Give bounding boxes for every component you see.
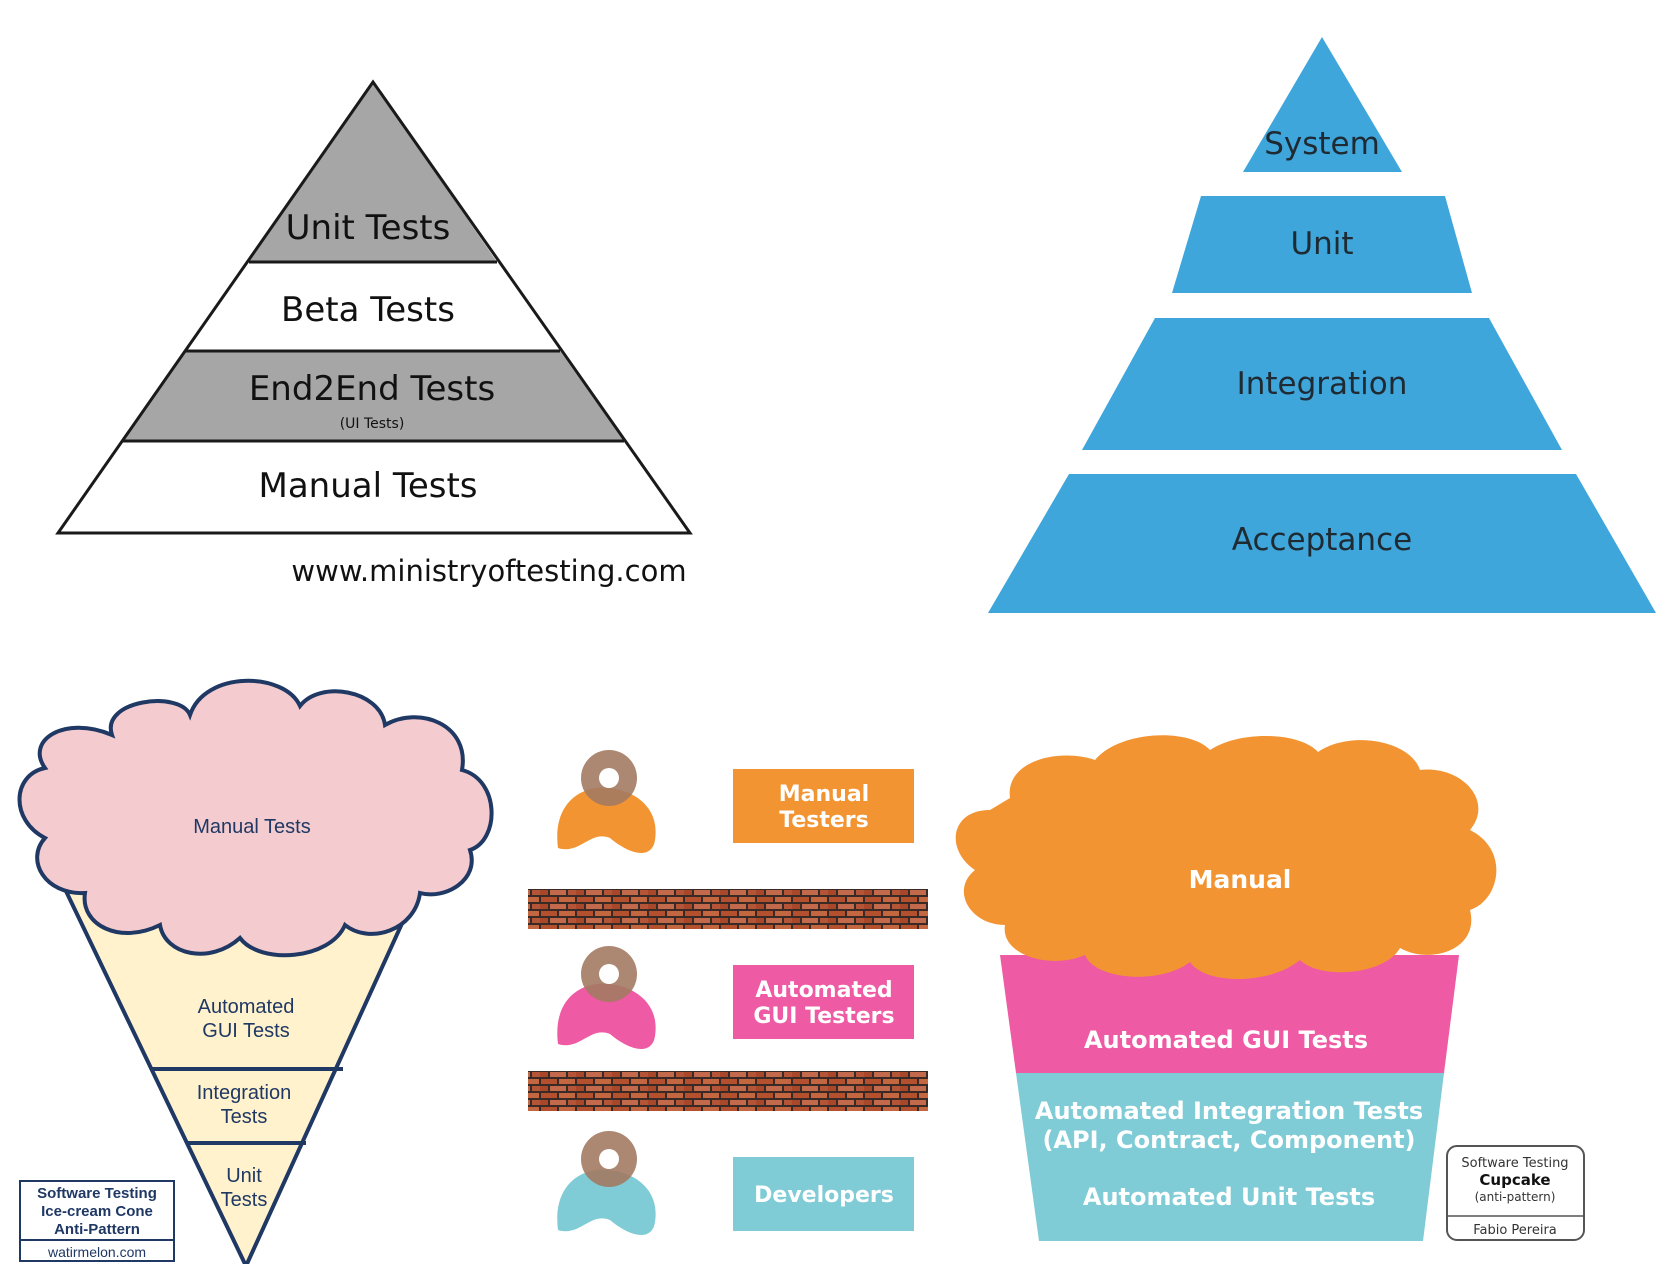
ice-cream-cone: Manual Tests Automated GUI Tests Integra… [17,678,494,1264]
cupcake-label-integration-line2: (API, Contract, Component) [1042,1126,1415,1154]
cupcake-frosting [955,735,1497,980]
pyramid-left: Unit Tests Beta Tests End2End Tests (UI … [55,79,693,588]
team-box-automated-gui [733,965,914,1039]
cone-label-integration-line1: Integration [197,1082,292,1104]
cone-label-unit-line1: Unit [226,1165,262,1187]
cupcake-badge-line3: (anti-pattern) [1475,1190,1556,1204]
pyramid-right-label-acceptance: Acceptance [1232,522,1412,558]
pyramid-left-label-end2end: End2End Tests [249,369,495,409]
pyramid-right-label-integration: Integration [1237,366,1408,402]
person-head-hole [599,1149,619,1169]
pyramid-right-layer-integration [1082,318,1562,450]
pyramid-right: System Unit Integration Acceptance [988,37,1656,613]
pyramid-left-layer-unit [249,82,497,262]
teams-diagram: Manual Testers Automated GUI Testers Dev… [528,750,928,1235]
pyramid-right-layer-unit [1172,196,1472,293]
team-label-gui-line2: GUI Testers [753,1004,894,1029]
scoop-cloud [17,678,494,958]
person-icon [557,1131,656,1235]
team-label-developers: Developers [754,1183,894,1208]
person-head-hole [599,768,619,788]
person-head-hole [599,964,619,984]
cone-label-gui-line1: Automated [198,996,295,1018]
cupcake-label-gui: Automated GUI Tests [1084,1026,1368,1054]
person-icon [557,750,656,853]
pyramid-right-layer-acceptance [988,474,1656,613]
brick-wall [528,889,928,929]
person-body [557,787,656,853]
cupcake-label-integration-line1: Automated Integration Tests [1035,1097,1423,1125]
team-label-manual-line1: Manual [779,782,869,807]
cupcake-badge-author: Fabio Pereira [1473,1223,1557,1238]
pyramid-left-layer-beta [186,262,560,351]
person-icon [557,946,656,1049]
cone-label-gui-line2: GUI Tests [202,1020,289,1042]
pyramid-right-label-system: System [1264,126,1380,162]
pyramid-right-layer-system [1243,37,1402,172]
person-body [557,983,656,1049]
cupcake-label-manual: Manual [1189,865,1292,894]
cone-caption-site: watirmelon.com [47,1244,146,1260]
scoop-label: Manual Tests [193,816,310,838]
cone-caption-line3: Anti-Pattern [54,1221,140,1238]
pyramid-left-outline [55,79,693,535]
cupcake-badge-line2: Cupcake [1479,1171,1550,1189]
pyramid-right-label-unit: Unit [1290,226,1353,262]
cupcake-label-unit: Automated Unit Tests [1083,1183,1375,1211]
pyramid-left-label-ui-tests: (UI Tests) [340,416,405,432]
person-body [557,1169,656,1235]
cupcake: Manual Automated GUI Tests Automated Int… [955,735,1585,1241]
team-label-gui-line1: Automated [755,978,892,1003]
cone-caption-line1: Software Testing [37,1185,157,1202]
team-label-manual-line2: Testers [779,808,868,833]
pyramid-left-label-manual: Manual Tests [258,466,477,506]
cupcake-badge-line1: Software Testing [1461,1156,1568,1171]
team-box-manual [733,769,914,843]
pyramid-left-layer-manual [58,441,690,533]
pyramid-left-label-beta: Beta Tests [281,290,455,330]
pyramid-left-label-unit: Unit Tests [286,208,451,248]
team-box-developers [733,1157,914,1231]
cone-caption-line2: Ice-cream Cone [41,1203,153,1220]
brick-wall [528,1071,928,1111]
pyramid-left-credit: www.ministryoftesting.com [291,554,686,588]
pyramid-left-layer-end2end [123,351,624,441]
cone-label-unit-line2: Tests [221,1189,268,1211]
cone-label-integration-line2: Tests [221,1106,268,1128]
cone-caption-box [19,1180,175,1262]
cupcake-layer-gui [1000,955,1459,1073]
cupcake-layer-base [1016,1073,1444,1241]
